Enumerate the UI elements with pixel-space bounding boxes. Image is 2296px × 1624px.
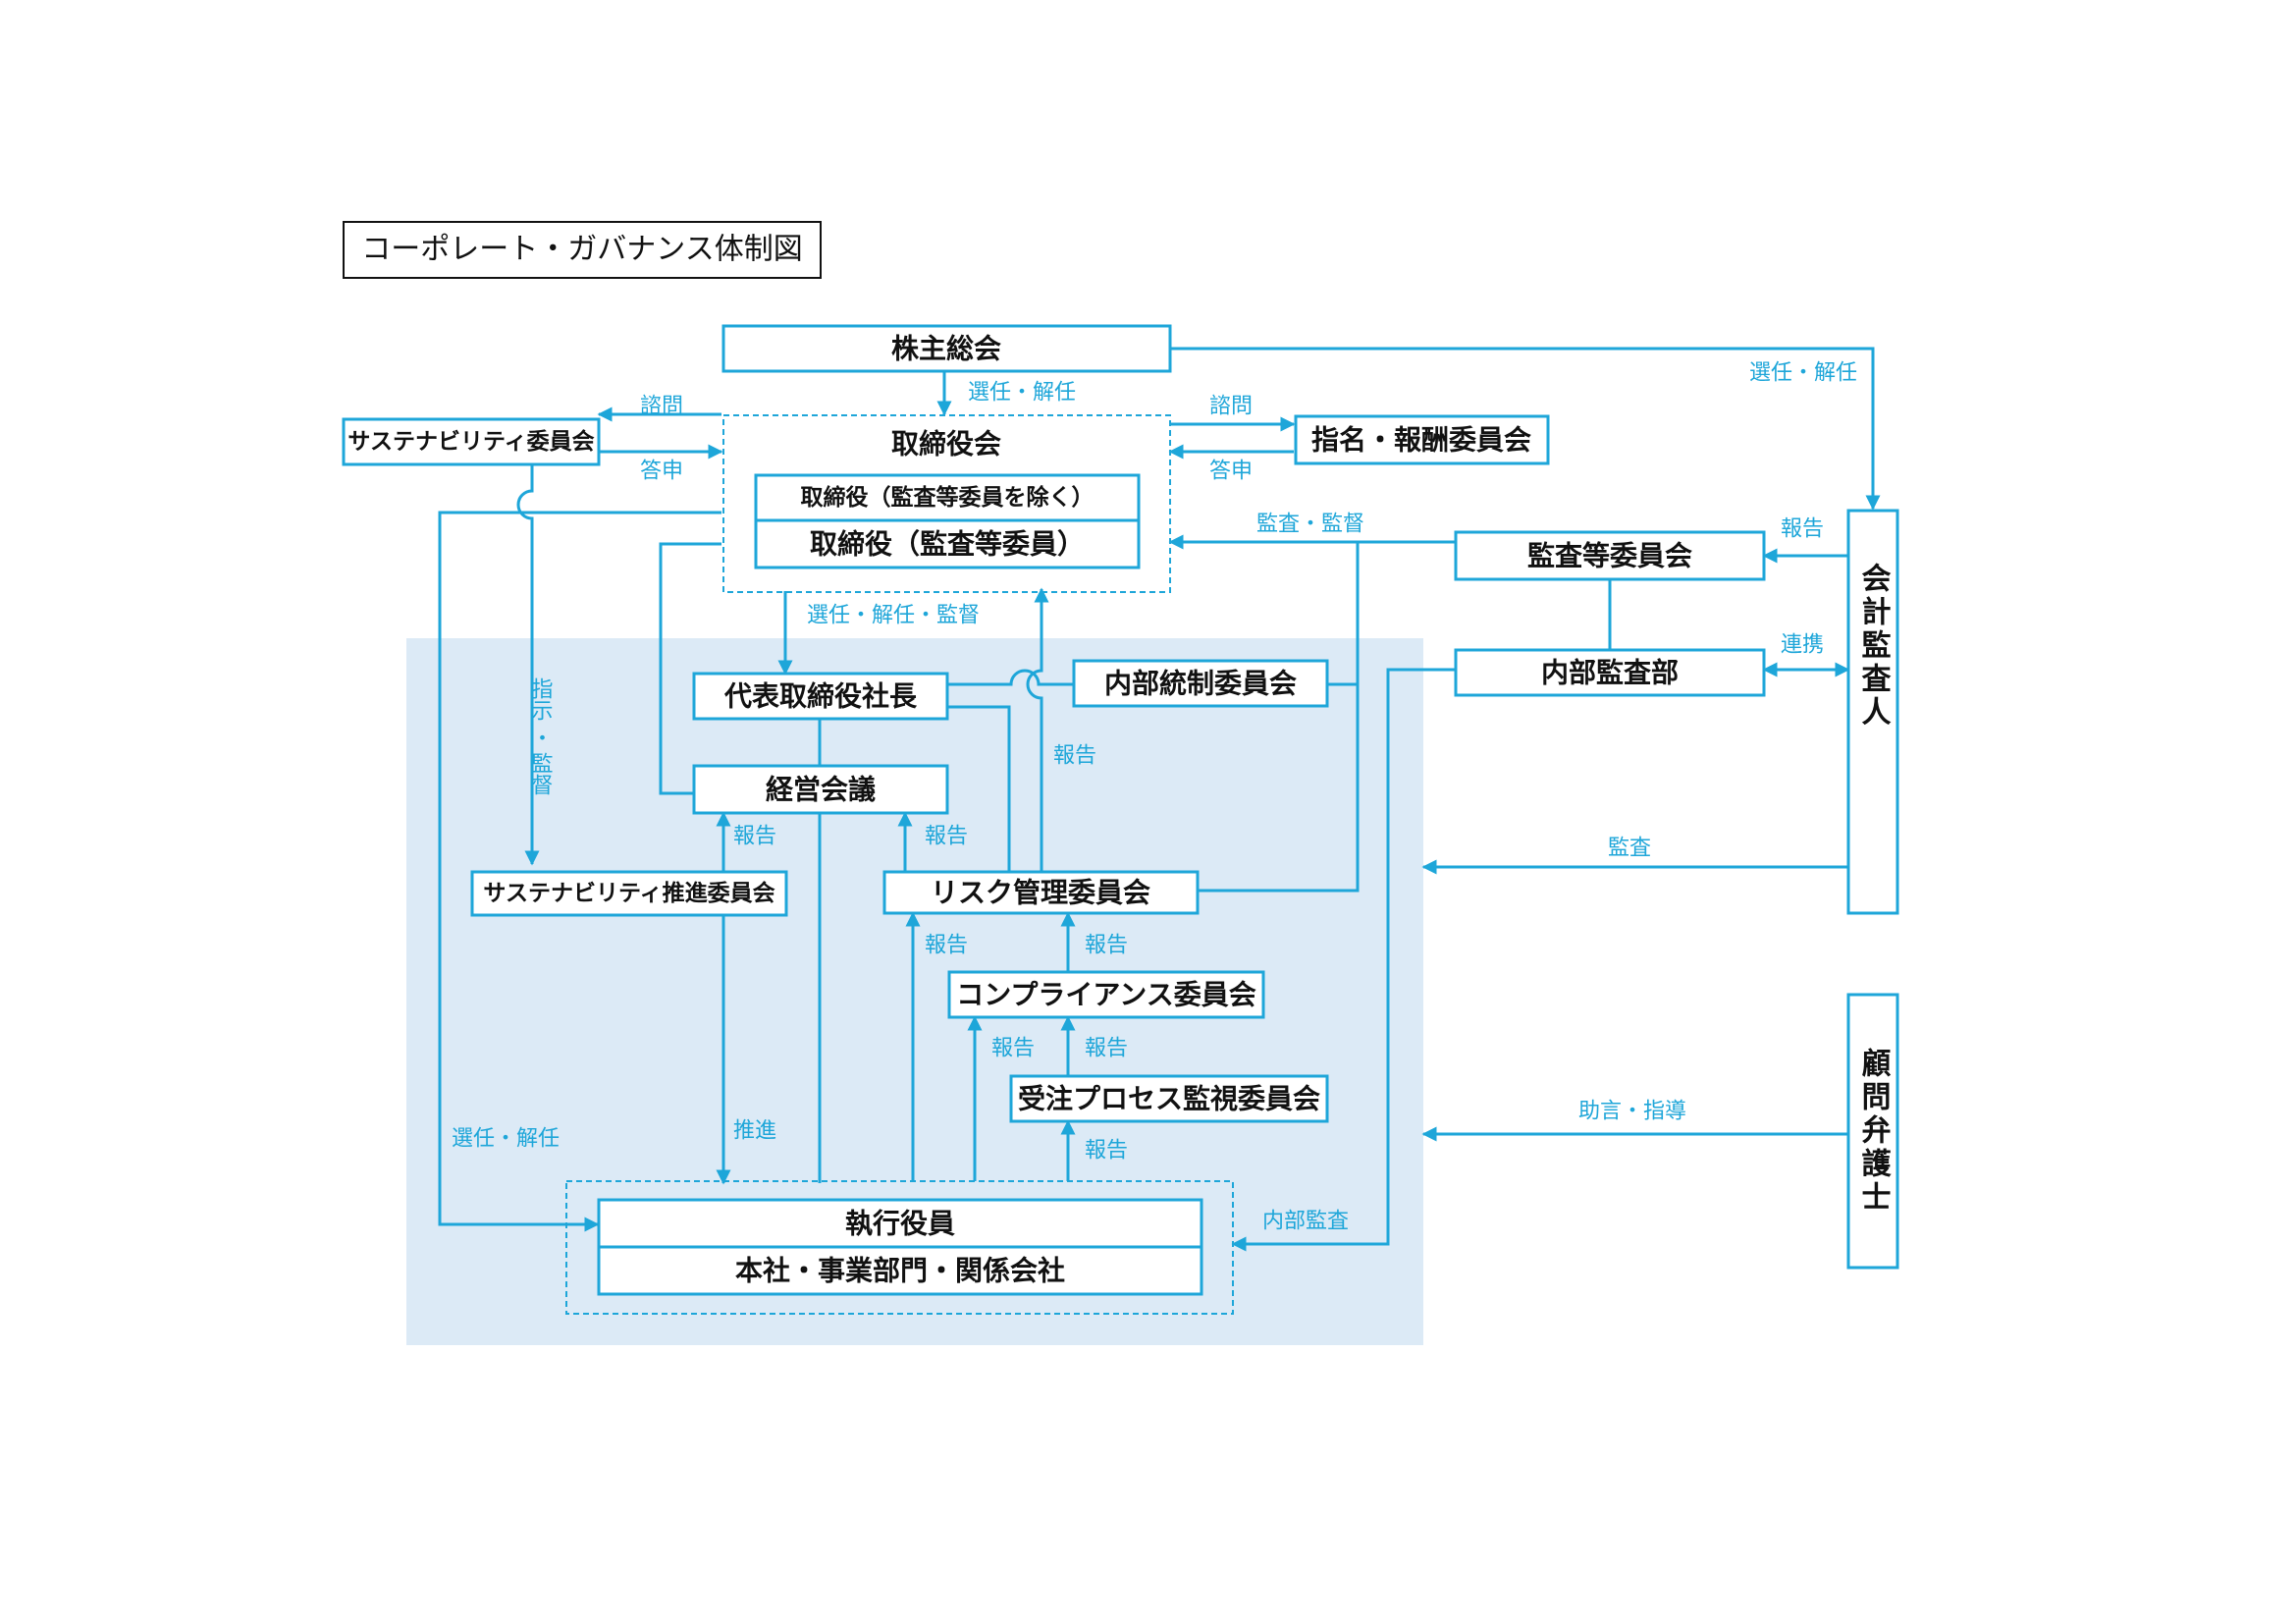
label-select-dismiss-supervise: 選任・解任・監督 — [807, 604, 980, 628]
legal-advisor-box: 顧問弁護士 — [1846, 993, 1899, 1270]
label-select-dismiss-board: 選任・解任 — [968, 381, 1076, 406]
label-select-dismiss-officers: 選任・解任 — [452, 1127, 560, 1152]
diagram-title: コーポレート・ガバナンス体制図 — [343, 221, 822, 279]
internal-audit-box: 内部監査部 — [1454, 648, 1766, 697]
label-report-order-compliance: 報告 — [1085, 1037, 1128, 1061]
label-coordinate: 連携 — [1781, 633, 1824, 658]
shareholders-box: 株主総会 — [721, 324, 1172, 373]
president-box: 代表取締役社長 — [692, 672, 949, 721]
label-report-officers-order: 報告 — [1085, 1139, 1128, 1164]
audit-committee-label: 監査等委員会 — [1527, 540, 1692, 572]
accounting-auditor-label: 会計監査人 — [1856, 563, 1892, 730]
label-instruct: 指示 — [528, 677, 554, 721]
board-box: 取締役会 取締役（監査等委員を除く） 取締役（監査等委員） — [722, 414, 1171, 593]
line-internal-control-president — [947, 669, 1074, 686]
sustainability-committee-label: サステナビリティ委員会 — [347, 428, 594, 455]
label-report-compliance-risk: 報告 — [1085, 934, 1128, 958]
line-risk-audit — [1198, 542, 1360, 893]
arrow-shareholders-auditor — [1170, 347, 1881, 511]
risk-committee-label: リスク管理委員会 — [931, 877, 1150, 909]
accounting-auditor-box: 会計監査人 — [1846, 509, 1899, 915]
arrow-sustainability-promotion — [516, 465, 540, 866]
compliance-committee-box: コンプライアンス委員会 — [947, 970, 1265, 1019]
arrow-board-officers — [438, 511, 721, 1232]
legal-advisor-label: 顧問弁護士 — [1856, 1048, 1892, 1215]
nomination-committee-box: 指名・報酬委員会 — [1294, 414, 1550, 465]
internal-audit-label: 内部監査部 — [1541, 657, 1679, 689]
label-consult-nomination: 諮問 — [1209, 395, 1253, 419]
line-board-management — [659, 542, 721, 795]
label-audit-supervise: 監査・監督 — [1256, 513, 1364, 537]
diagram-title-text: コーポレート・ガバナンス体制図 — [361, 233, 802, 267]
nomination-committee-label: 指名・報酬委員会 — [1311, 424, 1531, 457]
label-instruct-dot: ・ — [528, 727, 553, 748]
shareholders-label: 株主総会 — [891, 333, 1001, 365]
officers-box: 執行役員 本社・事業部門・関係会社 — [565, 1180, 1234, 1315]
label-report-risk-board: 報告 — [1053, 744, 1096, 769]
connectors — [438, 347, 1881, 1252]
label-advice: 助言・指導 — [1578, 1100, 1686, 1124]
label-promote: 推進 — [733, 1119, 776, 1144]
sustainability-promotion-box: サステナビリティ推進委員会 — [470, 870, 788, 917]
label-report-back-sustainability: 答申 — [640, 460, 683, 484]
divisions-label: 本社・事業部門・関係会社 — [735, 1255, 1065, 1287]
label-report-auditor: 報告 — [1781, 517, 1824, 542]
audit-committee-box: 監査等委員会 — [1454, 530, 1766, 581]
order-process-committee-label: 受注プロセス監視委員会 — [1018, 1083, 1320, 1115]
board-label: 取締役会 — [891, 428, 1001, 460]
officers-label: 執行役員 — [845, 1208, 955, 1240]
board-directors-label: 取締役（監査等委員を除く） — [801, 484, 1095, 511]
internal-control-label: 内部統制委員会 — [1104, 668, 1297, 700]
label-internal-audit: 内部監査 — [1262, 1210, 1349, 1234]
risk-committee-box: リスク管理委員会 — [882, 870, 1200, 915]
label-select-dismiss-auditor: 選任・解任 — [1749, 361, 1857, 386]
connector-labels: 選任・解任 選任・解任 諮問 答申 諮問 答申 監査・監督 報告 連携 選任・解… — [452, 361, 1857, 1234]
president-label: 代表取締役社長 — [723, 680, 918, 713]
label-consult-sustainability: 諮問 — [640, 395, 683, 419]
label-report-officers-compliance: 報告 — [991, 1037, 1035, 1061]
label-report-promotion: 報告 — [733, 825, 776, 849]
label-audit: 監査 — [1608, 837, 1651, 861]
order-process-committee-box: 受注プロセス監視委員会 — [1009, 1074, 1329, 1123]
management-meeting-label: 経営会議 — [766, 774, 876, 806]
management-meeting-box: 経営会議 — [692, 764, 949, 815]
board-audit-directors-label: 取締役（監査等委員） — [810, 528, 1085, 561]
internal-control-box: 内部統制委員会 — [1072, 659, 1329, 708]
line-president-risk — [947, 705, 1011, 872]
label-report-officers-risk: 報告 — [925, 934, 968, 958]
label-supervise: 監督 — [528, 752, 554, 795]
label-report-back-nomination: 答申 — [1209, 460, 1253, 484]
sustainability-promotion-label: サステナビリティ推進委員会 — [483, 880, 774, 906]
sustainability-committee-box: サステナビリティ委員会 — [342, 417, 601, 466]
compliance-committee-label: コンプライアンス委員会 — [956, 979, 1255, 1011]
arrow-internal-audit-officers — [1231, 668, 1456, 1252]
arrow-risk-board — [1026, 587, 1049, 872]
label-report-risk-management: 報告 — [925, 825, 968, 849]
